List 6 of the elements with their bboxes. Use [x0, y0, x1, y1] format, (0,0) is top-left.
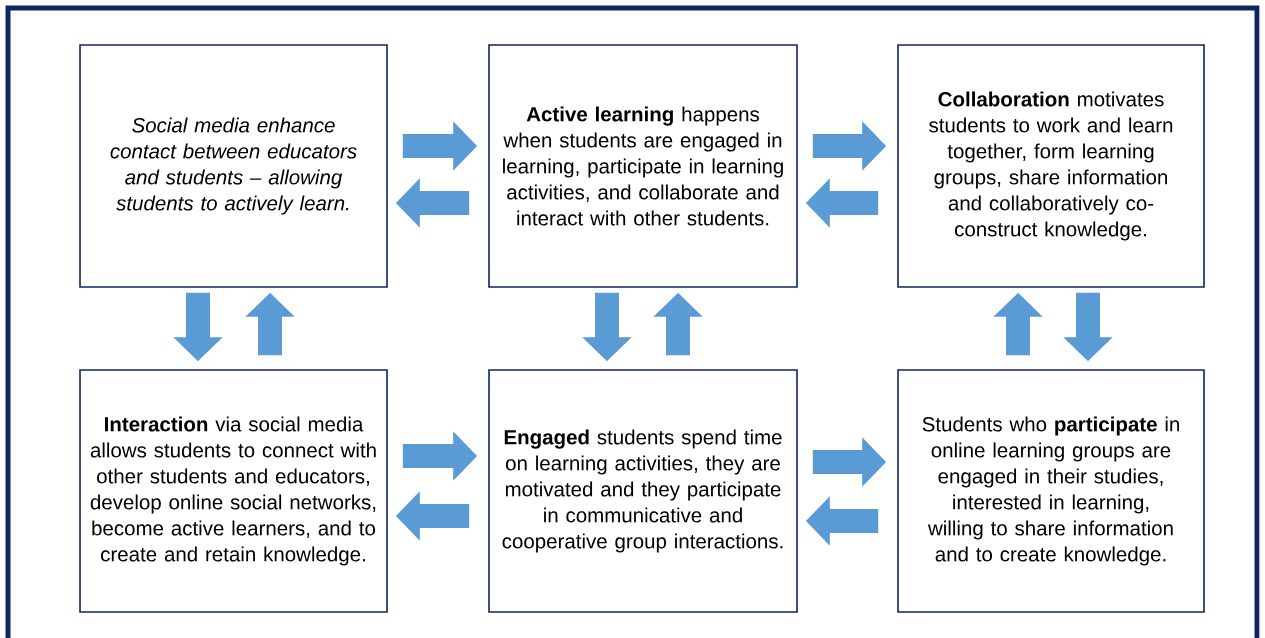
- text-box: Interaction via social media allows students to connect with other students and educators, develop online social networks, become active learners, and to create and retain knowledge.: [79, 369, 388, 613]
- text-box: Social media enhance contact between educators and students – allowing students to actively learn.: [79, 44, 388, 288]
- text-box: Students who participate in online learning groups are engaged in their studies, interested in learning, willing to share information and to create knowledge.: [897, 369, 1205, 613]
- text-box: Active learning happens when students are engaged in learning, participate in learning activities, and collaborate and interact with other students.: [488, 44, 798, 288]
- text-box: Collaboration motivates students to work and learn together, form learning groups, share information and collaboratively co-construct knowledge.: [897, 44, 1205, 288]
- text-box: Engaged students spend time on learning activities, they are motivated and they participate in communicative and cooperative group interactions.: [488, 369, 798, 613]
